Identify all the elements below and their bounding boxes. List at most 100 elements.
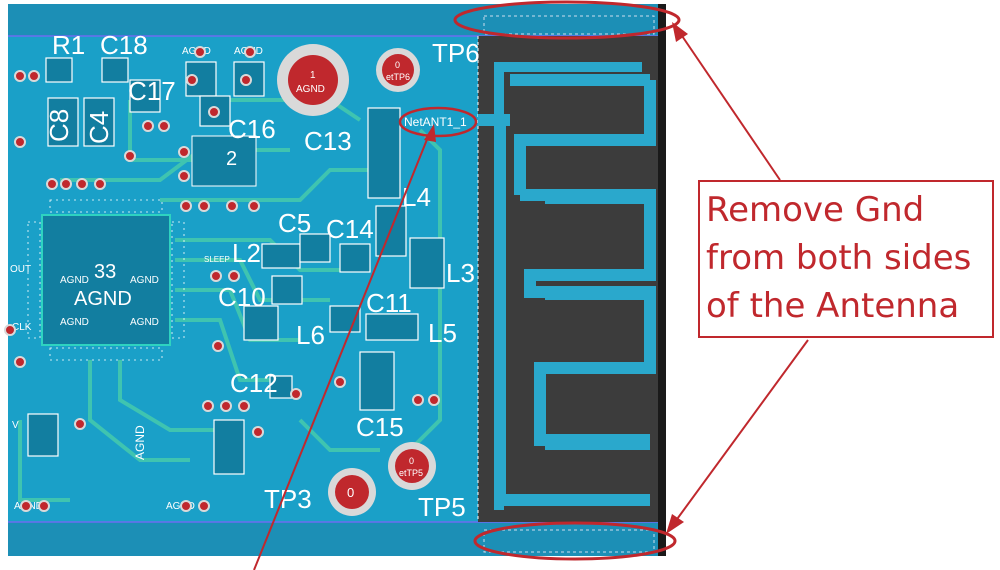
board-top-edge-strip: [8, 4, 658, 36]
label-c13: C13: [304, 126, 352, 156]
annotation-line-1: Remove Gnd: [706, 190, 925, 230]
label-c14: C14: [326, 214, 374, 244]
via: [4, 324, 16, 336]
via: [428, 394, 440, 406]
via: [178, 170, 190, 182]
label-l4: L4: [402, 182, 431, 212]
footprint-c10: [271, 275, 303, 305]
pointer-line-top: [677, 29, 781, 181]
ic-u2-body: [191, 135, 257, 187]
label-r1: R1: [52, 30, 85, 60]
footprint-c18: [101, 57, 129, 83]
ic-u33-body: [41, 214, 171, 346]
footprint-c12: [269, 375, 293, 399]
via: [14, 136, 26, 148]
via: [252, 426, 264, 438]
footprint-l5: [365, 313, 419, 341]
via: [248, 200, 260, 212]
via: [244, 46, 256, 58]
footprint-c14: [339, 243, 371, 273]
via: [186, 74, 198, 86]
via: [220, 400, 232, 412]
label-c10: C10: [218, 282, 266, 312]
via: [334, 376, 346, 388]
via: [290, 388, 302, 400]
highlight-net-label: [398, 106, 478, 138]
footprint-c5: [299, 233, 331, 263]
annotation-callout: Remove Gnd from both sides of the Antenn…: [698, 180, 994, 338]
label-c16: C16: [228, 114, 276, 144]
via: [46, 178, 58, 190]
label-l2: L2: [232, 238, 261, 268]
via: [412, 394, 424, 406]
keepout-bottom-dashed: [483, 529, 655, 553]
footprint-c15: [359, 351, 395, 411]
label-tp6: TP6: [432, 38, 480, 68]
board-bottom-edge-strip: [8, 522, 658, 556]
pointer-arrowhead-net-label: [424, 124, 436, 142]
annotations: [253, 0, 809, 570]
annotation-line-2: from both sides: [706, 238, 972, 278]
silkscreen-labels: R1 C18 C17 C16 C8 C4 C13 TP6 C5 C14 L4 L…: [44, 30, 480, 522]
label-c12: C12: [230, 368, 278, 398]
via: [198, 500, 210, 512]
vias: [4, 46, 440, 512]
via: [20, 500, 32, 512]
pointer-line-net-label: [253, 131, 431, 570]
pad-agnd-large-net: AGND: [296, 84, 325, 95]
net-label-out: OUT: [10, 264, 31, 275]
via: [28, 70, 40, 82]
via: [178, 146, 190, 158]
via: [76, 178, 88, 190]
footprint-c4: [83, 97, 115, 147]
ic-u2-designator: 2: [226, 148, 237, 170]
ic-u2: 2: [191, 135, 257, 187]
annotation-line-3: of the Antenna: [706, 286, 960, 326]
via: [94, 178, 106, 190]
via: [60, 178, 72, 190]
highlight-top-edge: [453, 0, 681, 40]
via: [226, 200, 238, 212]
via: [124, 150, 136, 162]
pointer-arrowhead-top: [672, 22, 688, 42]
keepout-top-dashed: [483, 15, 655, 35]
via: [202, 400, 214, 412]
ic-u33-pin-row-left: [27, 221, 41, 339]
ic-pad-label-2: AGND: [130, 275, 159, 286]
antenna-arm-2: [545, 190, 650, 204]
pad-tp3-num: 0: [347, 485, 354, 500]
via: [212, 340, 224, 352]
label-c11: C11: [366, 288, 412, 318]
antenna-arm-1: [494, 62, 642, 72]
via: [180, 200, 192, 212]
ic-pad-label-4: AGND: [130, 317, 159, 328]
via: [14, 356, 26, 368]
via: [158, 120, 170, 132]
label-c18: C18: [100, 30, 148, 60]
via: [142, 120, 154, 132]
ic-u33: 33 AGND AGND AGND AGND AGND: [27, 199, 185, 361]
trace-11: [18, 420, 70, 502]
label-tp5: TP5: [418, 492, 466, 522]
via: [228, 270, 240, 282]
trace-7: [88, 360, 190, 462]
pad-tp6-num: 0: [395, 60, 400, 70]
pad-tp6-net: etTP6: [386, 72, 410, 82]
label-l5: L5: [428, 318, 457, 348]
via: [14, 70, 26, 82]
via: [208, 106, 220, 118]
ic-u33-net-label: AGND: [74, 288, 132, 310]
label-l3: L3: [446, 258, 475, 288]
ic-u33-pin-row-top: [49, 199, 163, 213]
net-label-sleep: SLEEP: [204, 255, 230, 264]
net-label-agnd-vertical: AGND: [133, 425, 147, 460]
footprint-r1: [45, 57, 73, 83]
footprint-bottom-2: [27, 413, 59, 457]
antenna-arm-4: [545, 436, 650, 450]
footprint-l6: [243, 305, 279, 341]
pad-tp3-inner: [335, 475, 369, 509]
ic-u33-designator: 33: [94, 261, 116, 283]
net-label-clk: CLK: [12, 322, 32, 333]
component-footprints: [27, 57, 445, 475]
